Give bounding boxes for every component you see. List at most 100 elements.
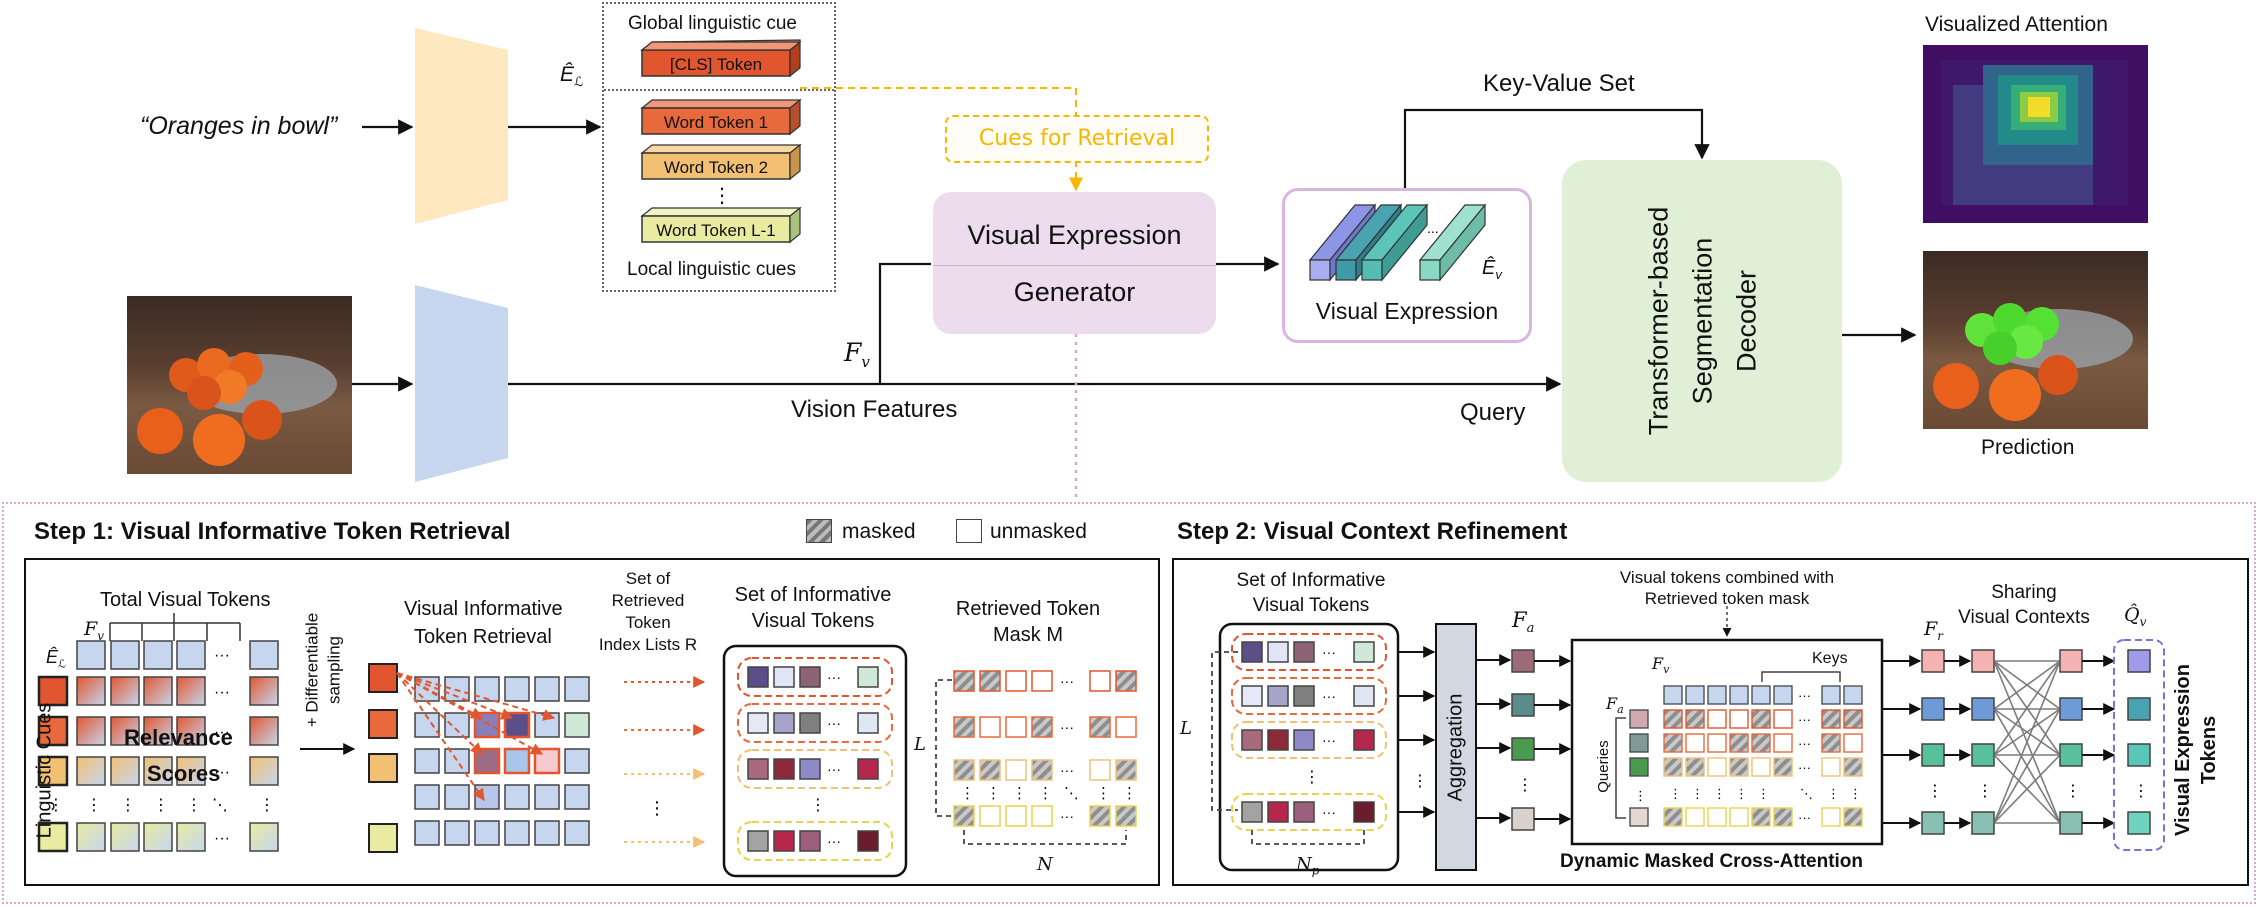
dmca-label: Dynamic Masked Cross-Attention — [1560, 851, 1864, 872]
svg-text:···: ··· — [1060, 673, 1074, 689]
text-embedding-label: Êℒ — [560, 63, 584, 90]
legend-masked-swatch — [806, 519, 832, 543]
svg-text:⋮: ⋮ — [1669, 786, 1682, 801]
svg-text:⋮: ⋮ — [1757, 786, 1770, 801]
svg-text:···: ··· — [1798, 810, 1811, 825]
svg-text:⋮: ⋮ — [2133, 783, 2149, 800]
dmca-fa-label: Fa — [1606, 694, 1624, 717]
veg-title-line2: Generator — [1013, 277, 1136, 307]
keys-label: Keys — [1812, 650, 1848, 667]
svg-text:···: ··· — [1322, 732, 1336, 748]
svg-text:···: ··· — [1322, 644, 1336, 660]
local-cues-label: Local linguistic cues — [627, 259, 796, 280]
linguistic-cues-vertical: Linguistic Cues — [33, 702, 56, 838]
legend-unmasked-swatch — [956, 519, 982, 543]
svg-text:···: ··· — [214, 724, 230, 741]
svg-text:···: ··· — [1060, 719, 1074, 735]
query-label: Query — [1460, 399, 1526, 426]
step2-title: Step 2: Visual Context Refinement — [1177, 518, 1568, 545]
total-visual-tokens-label: Total Visual Tokens — [100, 589, 271, 611]
vitr-label-1: Visual Informative — [404, 598, 563, 620]
svg-text:⋮: ⋮ — [810, 797, 826, 814]
svg-text:⋮: ⋮ — [1122, 785, 1137, 802]
step1-box — [24, 558, 1160, 886]
cls-token-bar — [640, 39, 802, 78]
visual-expression-tensors: ... — [1308, 203, 1487, 282]
cues-for-retrieval-box — [945, 115, 1209, 163]
text-encoder — [415, 28, 508, 224]
word-token-1-label: Word Token 1 — [663, 113, 769, 132]
word-token-last-bar — [640, 206, 802, 244]
visualized-attention-label: Visualized Attention — [1925, 13, 2108, 36]
token-ellipsis: ⋮ — [712, 185, 732, 207]
decoder-line-2: Segmentation — [1686, 237, 1717, 405]
visual-expression-generator — [933, 192, 1216, 334]
attention-heatmap — [1923, 45, 2148, 223]
legend-masked-label: masked — [842, 520, 916, 543]
vitr-label-2: Token Retrieval — [414, 626, 552, 648]
key-value-set-label: Key-Value Set — [1483, 70, 1635, 97]
word-token-last-label: Word Token L-1 — [656, 221, 776, 240]
step1-fv-label: Fv — [84, 618, 104, 643]
decoder-text: Transformer-based Segmentation Decoder — [1562, 160, 1842, 482]
svg-text:⋮: ⋮ — [1412, 773, 1428, 790]
relevance-scores-label-2: Scores — [147, 761, 221, 786]
svg-text:···: ··· — [214, 647, 230, 664]
step2-fa-label: Fa — [1512, 608, 1535, 637]
linguistic-divider — [604, 89, 834, 91]
word-token-2-bar — [640, 143, 802, 181]
svg-text:⋮: ⋮ — [48, 797, 64, 814]
svg-text:⋮: ⋮ — [648, 798, 666, 818]
decoder-line-3: Decoder — [1730, 269, 1761, 373]
prediction-label: Prediction — [1981, 436, 2075, 459]
svg-text:···: ··· — [1322, 688, 1336, 704]
svg-text:⋮: ⋮ — [1691, 786, 1704, 801]
step1-diagram: ··· ⋮ ··· ··· ··· ··· ⋮ ⋮ ⋮ ⋮ ⋱ ⋮ — [37, 613, 1137, 878]
svg-text:⋮: ⋮ — [153, 797, 169, 814]
svg-text:···: ··· — [827, 761, 841, 777]
steps-panel — [2, 502, 2256, 904]
step2-L-label: L — [1180, 718, 1192, 739]
svg-text:···: ··· — [1322, 804, 1336, 820]
svg-text:···: ··· — [1060, 808, 1074, 824]
decoder-line-1: Transformer-based — [1642, 206, 1673, 436]
step2-fr-label: Fr — [1924, 618, 1943, 643]
fv-label: Fv — [844, 338, 870, 371]
step1-N-label: N — [1037, 854, 1053, 875]
top-diagram-lines — [352, 28, 1917, 500]
svg-text:⋮: ⋮ — [1827, 786, 1840, 801]
svg-text:⋮: ⋮ — [1096, 785, 1111, 802]
svg-text:···: ··· — [827, 833, 841, 849]
svg-text:⋮: ⋮ — [120, 797, 136, 814]
step1-title: Step 1: Visual Informative Token Retriev… — [34, 518, 511, 545]
ev-label: Êv — [1482, 257, 1502, 282]
svg-text:⋱: ⋱ — [1800, 786, 1813, 801]
step2-diagram: ··· ··· ··· ··· ⋮ ⋮ ⋮ ··· — [1211, 606, 2165, 872]
svg-text:⋱: ⋱ — [1064, 785, 1079, 802]
svg-text:···: ··· — [827, 669, 841, 685]
svg-text:···: ··· — [1060, 762, 1074, 778]
relevance-scores-label-1: Relevance — [124, 725, 233, 750]
vision-features-label: Vision Features — [791, 396, 958, 423]
svg-text:⋮: ⋮ — [960, 785, 975, 802]
cls-token-label: [CLS] Token — [669, 55, 763, 74]
token-bars — [640, 39, 802, 244]
svg-text:···: ··· — [214, 830, 230, 847]
word-token-1-bar — [640, 98, 802, 136]
svg-text:⋮: ⋮ — [1849, 786, 1862, 801]
step1-el-label: Êℒ — [46, 647, 66, 671]
svg-text:⋮: ⋮ — [2065, 783, 2081, 800]
svg-text:⋮: ⋮ — [186, 797, 202, 814]
svg-text:⋮: ⋮ — [1977, 783, 1993, 800]
svg-text:⋱: ⋱ — [212, 797, 228, 814]
svg-text:⋮: ⋮ — [1012, 785, 1027, 802]
svg-text:⋮: ⋮ — [1517, 777, 1533, 794]
svg-text:···: ··· — [1798, 736, 1811, 751]
svg-text:⋮: ⋮ — [1735, 786, 1748, 801]
segmentation-decoder — [1562, 160, 1842, 482]
